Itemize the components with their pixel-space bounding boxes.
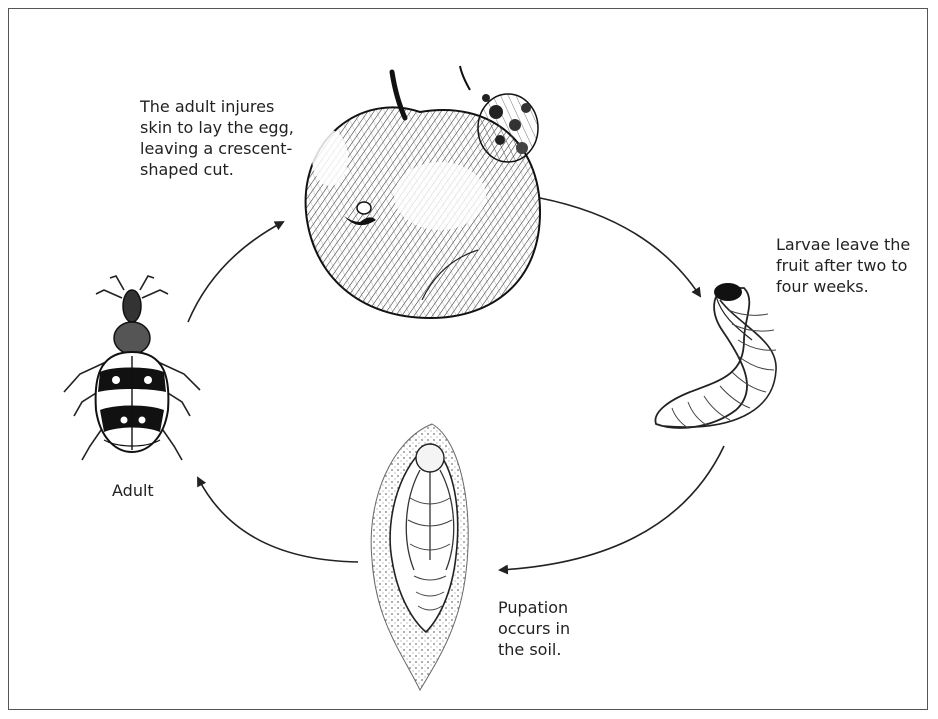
larva-stage-caption: Larvae leave the fruit after two to four…	[776, 234, 926, 297]
arrow-adult-to-egg	[188, 222, 283, 322]
pupa-stage-caption: Pupation occurs in the soil.	[498, 597, 638, 660]
adult-weevil-illustration	[64, 276, 200, 460]
arrow-egg-to-larva	[540, 198, 700, 296]
arrow-larva-to-pupa	[500, 446, 724, 570]
arrow-pupa-to-adult	[198, 478, 358, 562]
adult-stage-caption: Adult	[112, 480, 212, 501]
pupa-illustration	[371, 424, 468, 690]
egg-stage-caption: The adult injures skin to lay the egg, l…	[140, 96, 320, 180]
larva-illustration	[655, 283, 776, 428]
rotten-patch	[478, 94, 538, 162]
apple-illustration	[306, 66, 540, 318]
